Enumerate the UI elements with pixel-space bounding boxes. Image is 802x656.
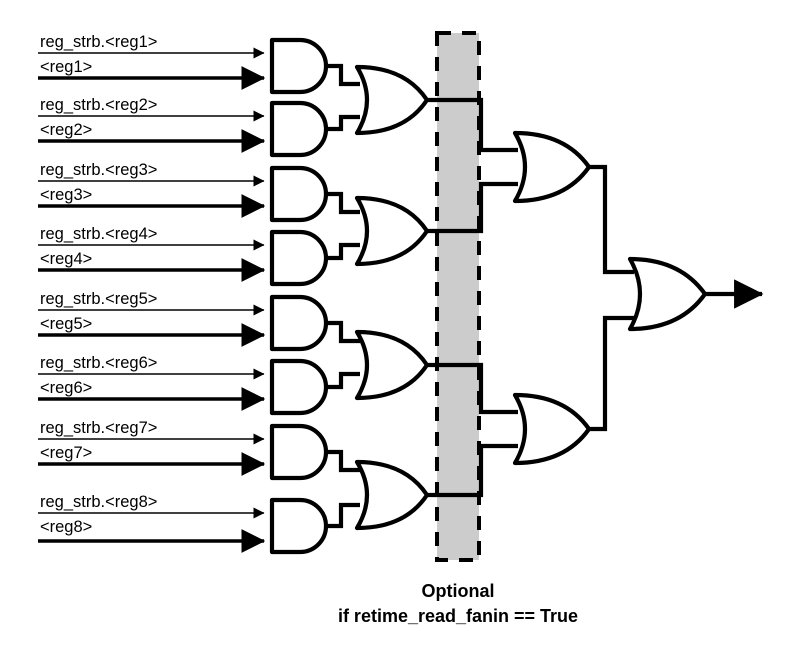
input-label-strobe-5: reg_strb.<reg5> [40,290,157,308]
and-gates-group [269,37,329,555]
and-gate-3 [269,165,329,223]
stage3-to-final-wires-group [589,164,634,432]
or-gate-stage3-1 [512,130,592,204]
retime-caption-line2: if retime_read_fanin == True [338,606,578,626]
and-gate-6 [269,358,329,416]
and-to-or-wires-group [326,63,360,529]
and-gate-4 [269,229,329,287]
or-gate-stage2-3 [354,329,430,401]
wire-or4-or6 [427,443,518,498]
or-gate-stage3-2 [512,392,592,466]
or-gate-stage2-1 [354,64,430,136]
input-label-strobe-3: reg_strb.<reg3> [40,161,157,179]
wire-and5-or3 [326,320,360,344]
retime-caption-line1: Optional [422,581,495,601]
stage2-to-stage3-wires-group [427,97,518,498]
or-gate-stage2-2 [354,195,430,267]
input-label-data-1: <reg1> [40,58,92,76]
wire-or2-or5 [427,181,518,234]
and-gate-8 [269,497,329,555]
wire-and6-or3 [326,371,360,390]
retime-register-box [435,31,481,562]
wire-and7-or4 [326,449,360,473]
input-label-data-8: <reg8> [40,518,92,536]
wire-or5-final [589,164,634,275]
input-label-data-3: <reg3> [40,186,92,204]
input-wires-group [38,47,266,553]
and-gate-1 [269,37,329,95]
and-gate-7 [269,423,329,481]
input-label-strobe-8: reg_strb.<reg8> [40,493,157,511]
and-gate-2 [269,100,329,158]
or-gates-stage2-group [354,64,430,531]
wire-and1-or1 [326,63,360,87]
input-label-strobe-2: reg_strb.<reg2> [40,96,157,114]
wire-and3-or2 [326,191,360,215]
input-label-strobe-4: reg_strb.<reg4> [40,225,157,243]
and-gate-5 [269,294,329,352]
wire-or6-final [589,315,634,432]
input-label-data-5: <reg5> [40,315,92,333]
wire-or1-or5 [427,97,518,153]
wire-or3-or6 [427,362,518,415]
wire-and8-or4 [326,502,360,529]
input-label-strobe-1: reg_strb.<reg1> [40,33,157,51]
input-label-data-7: <reg7> [40,444,92,462]
or-gate-output [627,256,708,332]
wire-and4-or2 [326,242,360,261]
or-gates-stage3-group [512,130,592,466]
input-label-data-6: <reg6> [40,379,92,397]
input-label-data-2: <reg2> [40,121,92,139]
wire-and2-or1 [326,114,360,132]
input-label-strobe-7: reg_strb.<reg7> [40,419,157,437]
input-labels-group: reg_strb.<reg1> <reg1> reg_strb.<reg2> <… [40,33,157,536]
input-label-data-4: <reg4> [40,250,92,268]
input-label-strobe-6: reg_strb.<reg6> [40,354,157,372]
or-gate-stage2-4 [354,459,430,531]
